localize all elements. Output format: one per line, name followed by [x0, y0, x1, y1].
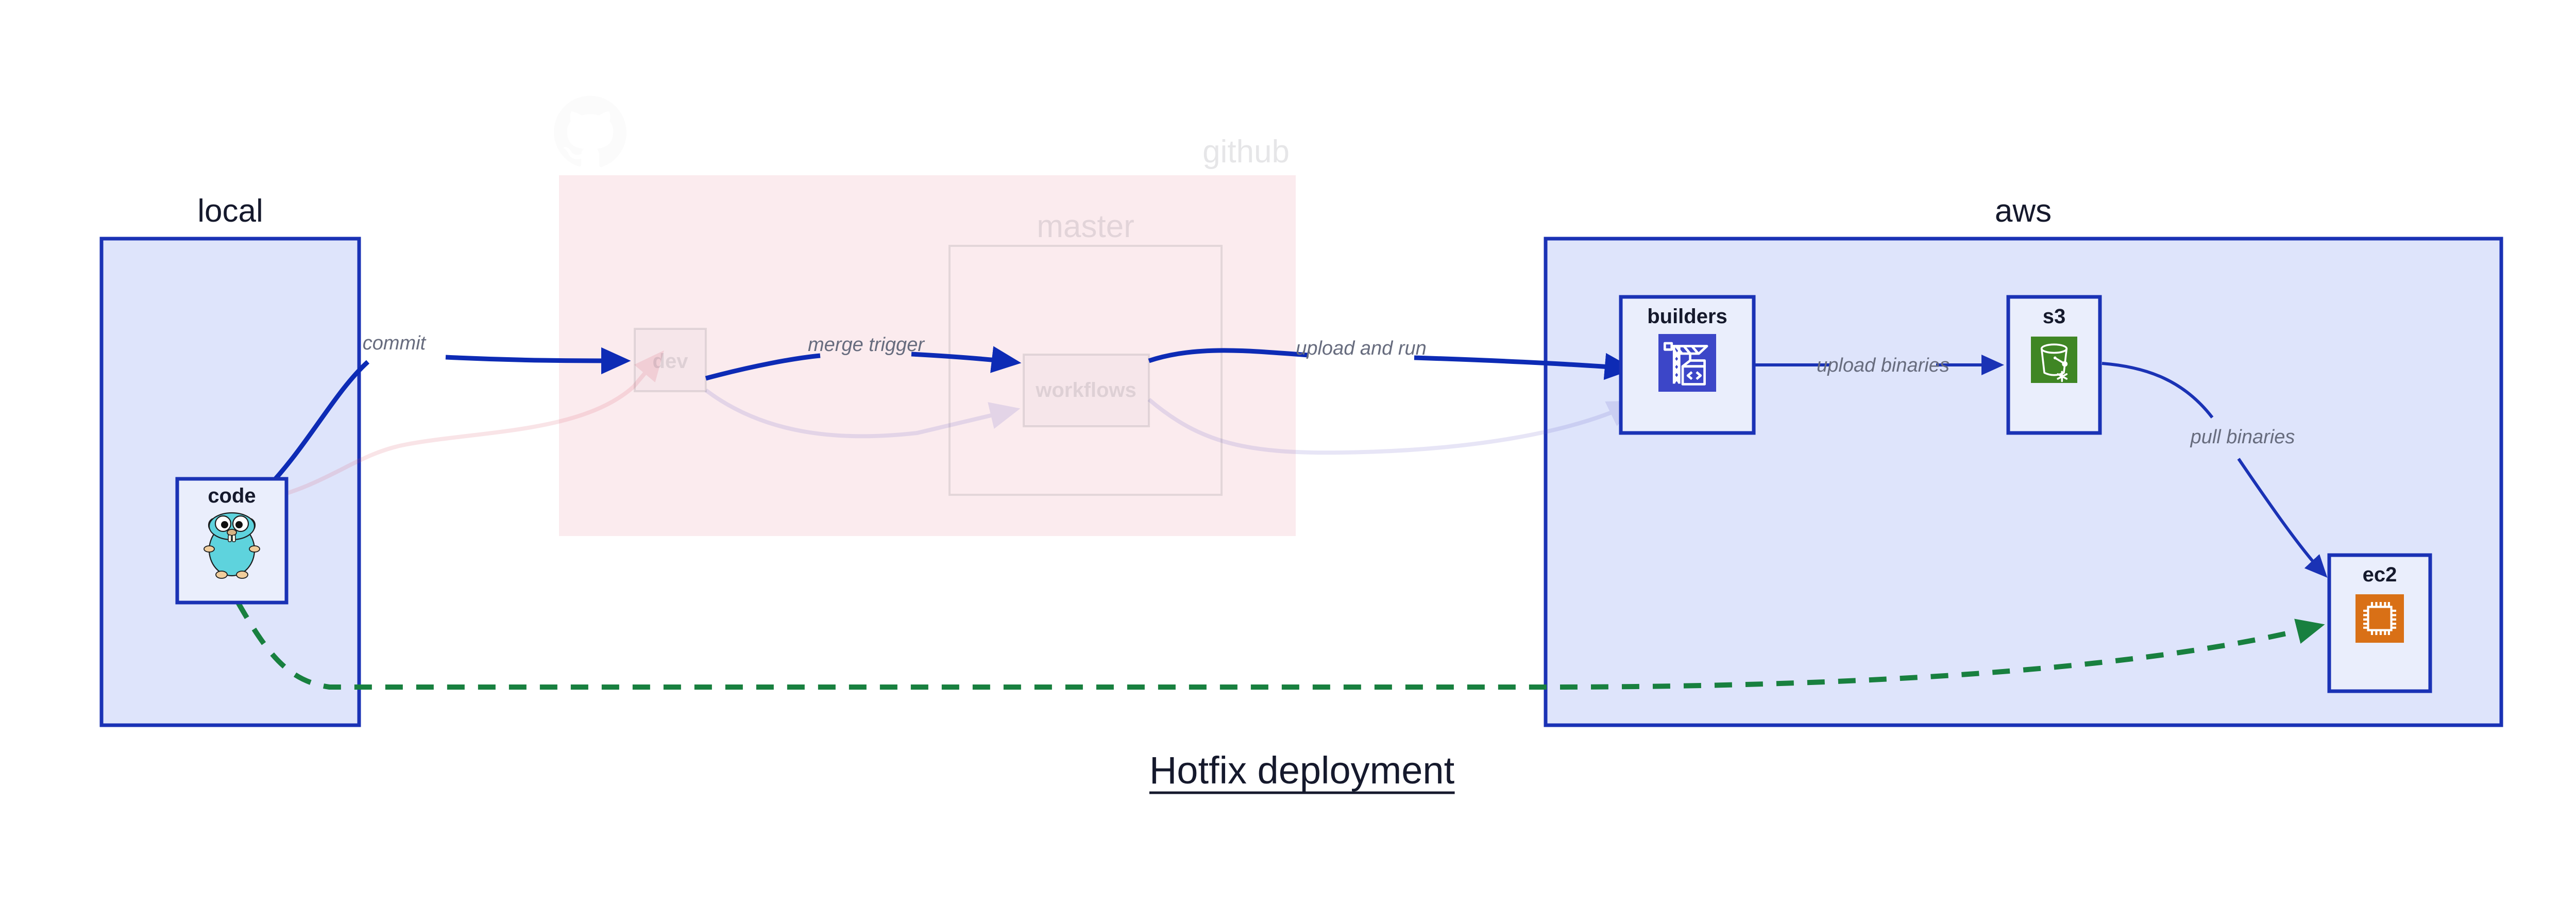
- edge-upload-and-run: upload and run: [1148, 338, 1635, 380]
- group-label-github: github: [1202, 134, 1290, 170]
- node-code[interactable]: code: [175, 477, 289, 605]
- aws-ec2-icon: [2355, 594, 2404, 643]
- node-builders[interactable]: builders: [1619, 295, 1756, 435]
- node-dev[interactable]: dev: [634, 328, 707, 392]
- node-dev-label: dev: [653, 350, 689, 373]
- node-dev-box[interactable]: [634, 328, 707, 392]
- aws-codebuild-icon: [1658, 334, 1716, 392]
- edge-hotfix-direct: [235, 601, 2325, 690]
- edge-merge-trigger: merge trigger: [705, 334, 1022, 381]
- group-master: master: [948, 209, 1223, 496]
- edge-label-merge-trigger: merge trigger: [808, 334, 925, 356]
- group-label-master: master: [1037, 209, 1134, 244]
- edge-label-upload-binaries: upload binaries: [1817, 355, 1950, 376]
- page-title: Hotfix deployment: [1149, 749, 1455, 792]
- node-workflows[interactable]: workflows: [1023, 354, 1150, 427]
- node-builders-label: builders: [1647, 305, 1727, 328]
- edge-faded-purple-workflows-builders: [1147, 397, 1638, 455]
- group-local: local: [99, 193, 361, 727]
- edge-label-upload-and-run: upload and run: [1296, 338, 1427, 359]
- edge-pull-binaries: pull binaries: [2102, 362, 2328, 578]
- group-github: github: [554, 95, 1296, 536]
- edge-label-commit: commit: [363, 332, 427, 354]
- group-label-aws: aws: [1995, 193, 2052, 229]
- node-ec2[interactable]: ec2: [2327, 553, 2432, 693]
- github-octocat-icon: [554, 95, 626, 168]
- node-code-label: code: [208, 485, 256, 507]
- group-label-local: local: [197, 193, 263, 229]
- edge-upload-binaries: upload binaries: [1754, 355, 2004, 376]
- node-s3[interactable]: s3: [2006, 295, 2102, 435]
- edge-faded-pink-code-dev: [262, 350, 664, 502]
- edge-label-pull-binaries: pull binaries: [2190, 426, 2295, 448]
- node-ec2-label: ec2: [2363, 563, 2397, 586]
- diagram-title: Hotfix deployment: [1149, 749, 1455, 794]
- edge-commit: commit: [266, 332, 631, 489]
- edge-faded-purple-dev-workflows: [704, 388, 1021, 439]
- node-s3-label: s3: [2043, 305, 2066, 328]
- aws-s3-glacier-icon: [2030, 336, 2078, 384]
- node-workflows-label: workflows: [1035, 379, 1137, 402]
- master-container: [948, 245, 1223, 496]
- node-workflows-box[interactable]: [1023, 354, 1150, 427]
